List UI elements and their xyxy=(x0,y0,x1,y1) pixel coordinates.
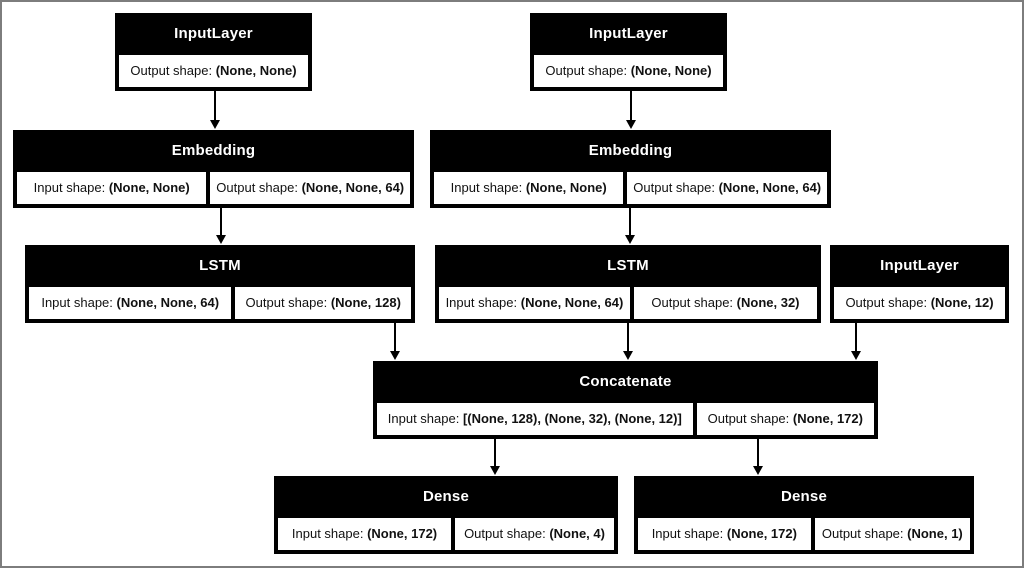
shape-label: Output shape: xyxy=(651,295,737,310)
layer-type-label: InputLayer xyxy=(174,25,253,42)
shape-label: Input shape: xyxy=(387,411,463,426)
layer-type-label: Dense xyxy=(780,488,828,505)
output-shape-cell: Output shape: (None, 32) xyxy=(633,287,817,319)
output-shape-cell: Output shape: (None, None) xyxy=(119,55,308,87)
shape-label: Output shape: xyxy=(130,63,216,78)
shape-label: Output shape: xyxy=(845,295,931,310)
output-shape-cell: Output shape: (None, 1) xyxy=(814,518,970,550)
shape-label: Input shape: xyxy=(33,180,109,195)
shape-label: Output shape: xyxy=(633,180,719,195)
input-shape-cell: Input shape: (None, 172) xyxy=(278,518,452,550)
shape-value: (None, 172) xyxy=(367,526,438,541)
shape-label: Input shape: xyxy=(450,180,526,195)
input-shape-cell: Input shape: (None, None) xyxy=(434,172,624,204)
shape-label: Input shape: xyxy=(41,295,117,310)
shape-label: Input shape: xyxy=(291,526,368,541)
shape-value: (None, None) xyxy=(630,63,712,78)
shape-value: (None, None, 64) xyxy=(520,295,624,310)
arrow-down-icon xyxy=(216,235,226,244)
shape-value: (None, None) xyxy=(215,63,297,78)
shape-value: (None, None, 64) xyxy=(301,180,405,195)
shape-value: (None, 12) xyxy=(930,295,994,310)
node-lstm-b: LSTM Input shape: (None, None, 64) Outpu… xyxy=(435,245,821,323)
output-shape-cell: Output shape: (None, None, 64) xyxy=(627,172,827,204)
node-input-layer-a: InputLayer Output shape: (None, None) xyxy=(115,13,312,91)
output-shape-cell: Output shape: (None, 4) xyxy=(455,518,614,550)
node-concatenate: Concatenate Input shape: [(None, 128), (… xyxy=(373,361,878,439)
shape-label: Output shape: xyxy=(821,526,908,541)
node-lstm-a: LSTM Input shape: (None, None, 64) Outpu… xyxy=(25,245,415,323)
output-shape-cell: Output shape: (None, 172) xyxy=(696,403,874,435)
shape-value: (None, None, 64) xyxy=(718,180,822,195)
shape-label: Output shape: xyxy=(707,411,793,426)
layer-type-label: InputLayer xyxy=(880,257,959,274)
arrow-down-icon xyxy=(626,120,636,129)
output-shape-cell: Output shape: (None, 128) xyxy=(235,287,411,319)
arrow-down-icon xyxy=(623,351,633,360)
shape-label: Output shape: xyxy=(216,180,302,195)
layer-type-label: Embedding xyxy=(171,142,256,159)
output-shape-cell: Output shape: (None, None, 64) xyxy=(210,172,410,204)
output-shape-cell: Output shape: (None, None) xyxy=(534,55,723,87)
input-shape-cell: Input shape: (None, 172) xyxy=(638,518,811,550)
shape-label: Input shape: xyxy=(651,526,727,541)
layer-type-label: LSTM xyxy=(607,257,649,274)
shape-value: (None, 128) xyxy=(330,295,401,310)
shape-label: Output shape: xyxy=(464,526,550,541)
arrow-down-icon xyxy=(625,235,635,244)
layer-type-label: Concatenate xyxy=(579,373,672,390)
node-input-layer-c: InputLayer Output shape: (None, 12) xyxy=(830,245,1009,323)
node-embedding-a: Embedding Input shape: (None, None) Outp… xyxy=(13,130,414,208)
shape-value: (None, 1) xyxy=(907,526,963,541)
output-shape-cell: Output shape: (None, 12) xyxy=(834,287,1005,319)
shape-label: Output shape: xyxy=(245,295,331,310)
shape-value: (None, 4) xyxy=(549,526,605,541)
shape-value: (None, None) xyxy=(525,180,607,195)
node-embedding-b: Embedding Input shape: (None, None) Outp… xyxy=(430,130,831,208)
shape-value: (None, None, 64) xyxy=(116,295,220,310)
shape-value: (None, None) xyxy=(108,180,190,195)
input-shape-cell: Input shape: (None, None, 64) xyxy=(29,287,232,319)
layer-type-label: InputLayer xyxy=(589,25,668,42)
node-input-layer-b: InputLayer Output shape: (None, None) xyxy=(530,13,727,91)
layer-type-label: LSTM xyxy=(199,257,241,274)
shape-value: [(None, 128), (None, 32), (None, 12)] xyxy=(462,411,682,426)
arrow-down-icon xyxy=(210,120,220,129)
arrow-down-icon xyxy=(753,466,763,475)
node-dense-a: Dense Input shape: (None, 172) Output sh… xyxy=(274,476,618,554)
arrow-down-icon xyxy=(390,351,400,360)
arrow-down-icon xyxy=(851,351,861,360)
node-dense-b: Dense Input shape: (None, 172) Output sh… xyxy=(634,476,974,554)
shape-label: Input shape: xyxy=(445,295,521,310)
input-shape-cell: Input shape: (None, None, 64) xyxy=(439,287,630,319)
shape-value: (None, 172) xyxy=(792,411,863,426)
input-shape-cell: Input shape: (None, None) xyxy=(17,172,207,204)
arrow-down-icon xyxy=(490,466,500,475)
input-shape-cell: Input shape: [(None, 128), (None, 32), (… xyxy=(377,403,693,435)
shape-value: (None, 172) xyxy=(726,526,797,541)
shape-label: Output shape: xyxy=(545,63,631,78)
shape-value: (None, 32) xyxy=(736,295,800,310)
layer-type-label: Embedding xyxy=(588,142,673,159)
layer-type-label: Dense xyxy=(422,488,470,505)
